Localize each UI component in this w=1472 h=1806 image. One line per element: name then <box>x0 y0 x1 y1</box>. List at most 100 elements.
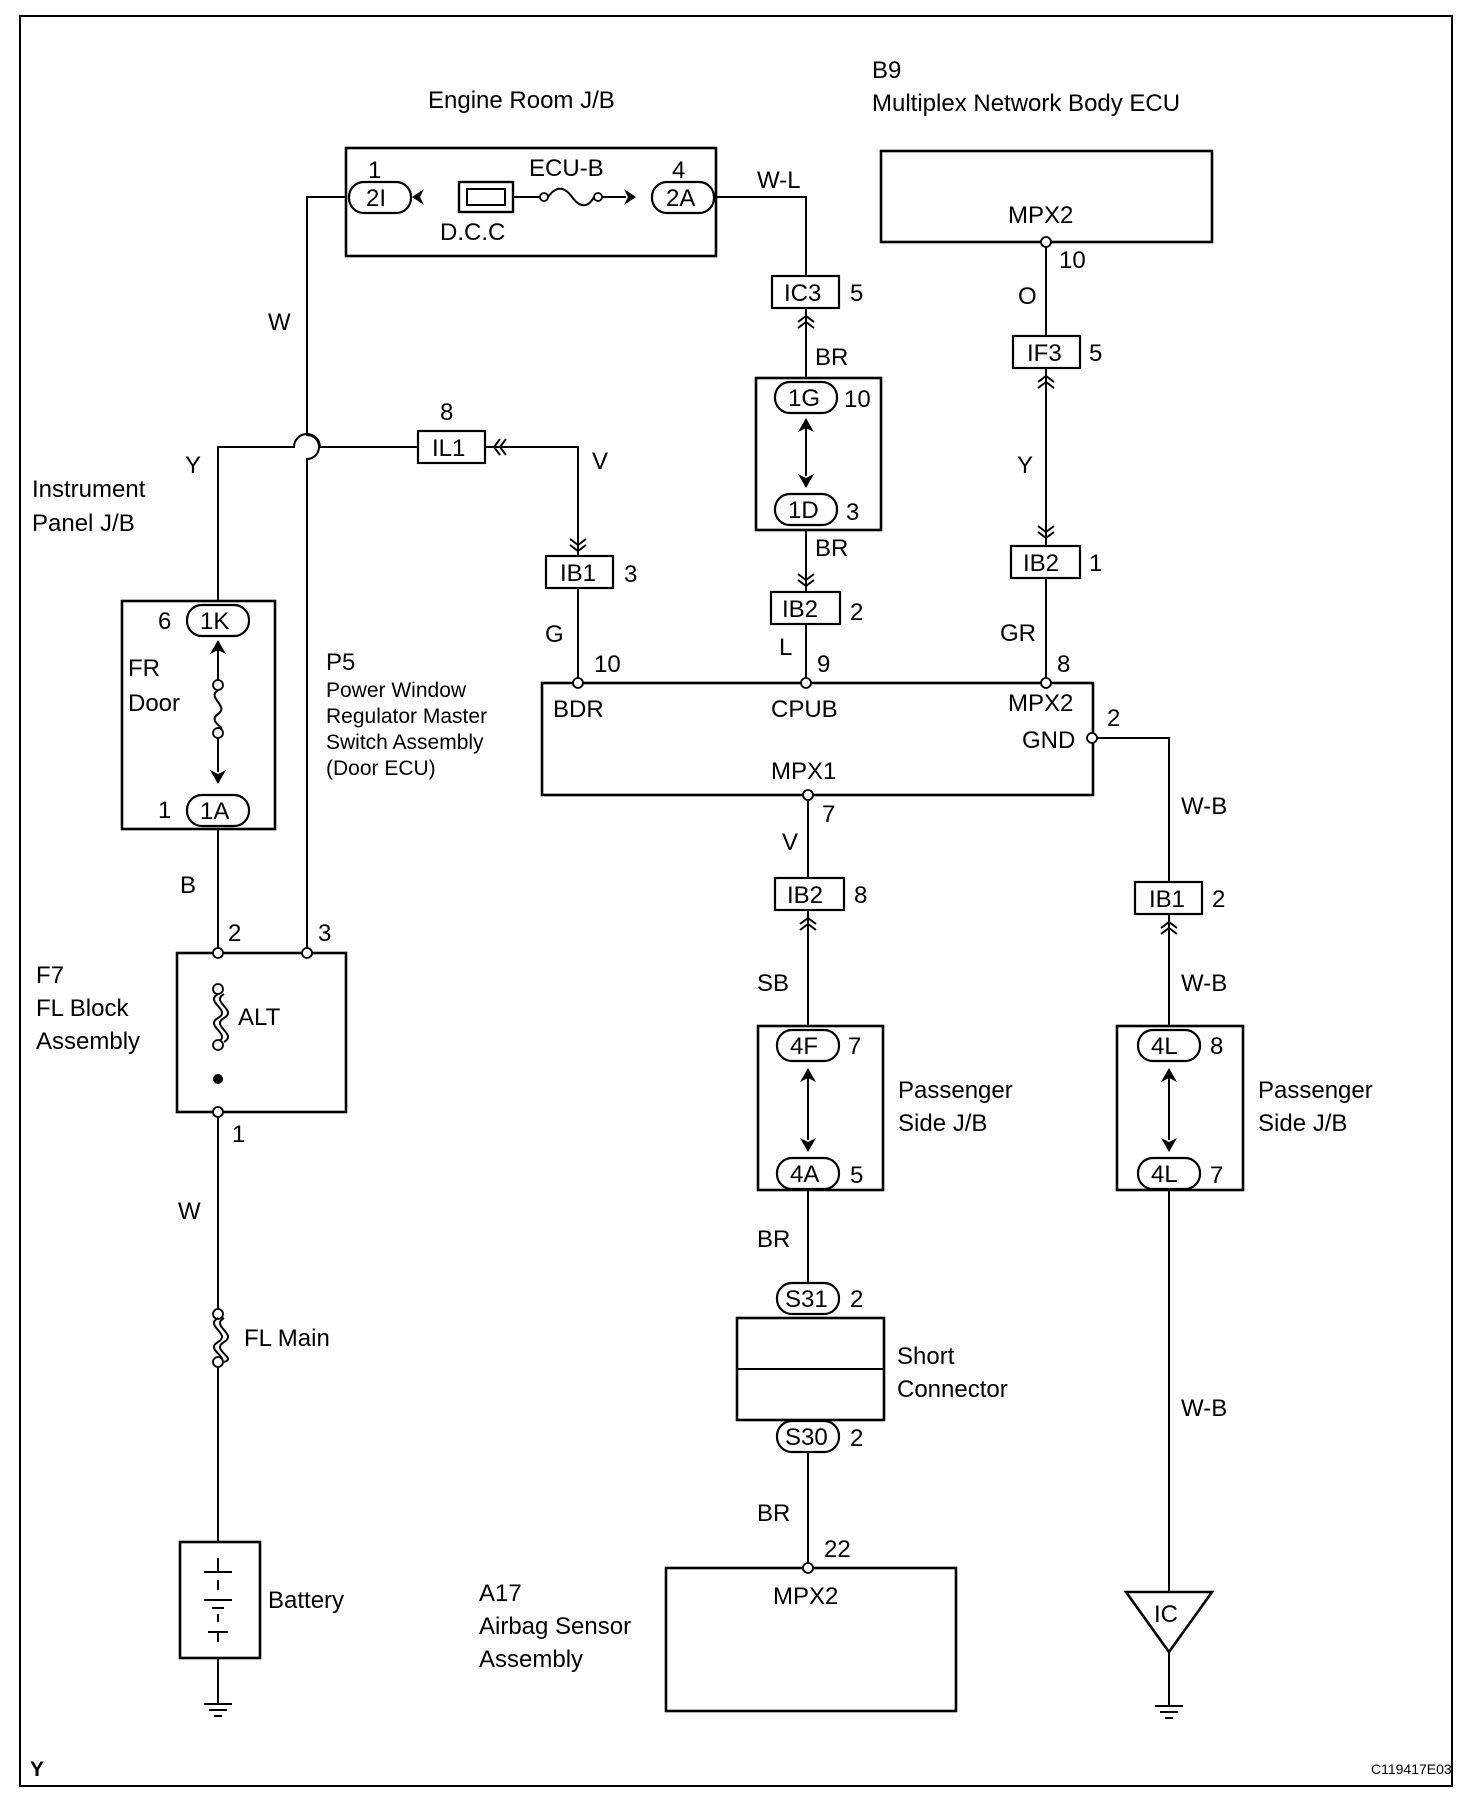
wire-color: V <box>592 448 608 475</box>
connector-label: 1K <box>200 608 229 635</box>
arrow-icon <box>412 189 424 205</box>
wire-lines <box>217 196 1170 1692</box>
fr-door-line: Door <box>128 690 180 717</box>
pin-num: 7 <box>1210 1162 1223 1189</box>
pin-num: 2 <box>1212 886 1225 913</box>
instrument-panel-jb-line: Instrument <box>32 476 146 503</box>
pin-name: GND <box>1022 727 1075 754</box>
connector-label: IB2 <box>787 882 823 909</box>
connector-ic3 <box>770 274 841 310</box>
connector-if3 <box>1011 334 1082 370</box>
f7-name-line: Assembly <box>36 1028 140 1055</box>
pin-num: 7 <box>848 1033 861 1060</box>
connector-1a <box>185 793 251 828</box>
connector-label: 4L <box>1151 1161 1178 1188</box>
passenger-jb-line: Passenger <box>898 1077 1013 1104</box>
ecu-b-label: ECU-B <box>529 155 604 182</box>
pin-num: 2 <box>850 1425 863 1452</box>
connector-1d <box>773 492 839 527</box>
short-connector-line: Connector <box>897 1376 1008 1403</box>
connector-label: IB2 <box>1023 550 1059 577</box>
connector-ib1 <box>1133 880 1204 916</box>
pin-num: 22 <box>824 1536 851 1563</box>
wire-color: GR <box>1000 620 1036 647</box>
ic-ground-icon <box>1123 1590 1215 1655</box>
pin-num: 10 <box>1059 247 1086 274</box>
pin-num: 1 <box>232 1121 245 1148</box>
connector-label: 2I <box>366 185 386 212</box>
wire-color: SB <box>757 970 789 997</box>
engine-jb-label: Engine Room J/B <box>428 87 615 114</box>
pin-name: MPX2 <box>773 1583 838 1610</box>
connector-2i <box>347 180 413 215</box>
connector-s31 <box>775 1281 841 1316</box>
wire-color: W <box>268 309 291 336</box>
connector-4l <box>1136 1156 1202 1191</box>
pin-num: 1 <box>368 157 381 184</box>
pin-num: 2 <box>850 599 863 626</box>
connector-4a <box>775 1156 841 1191</box>
short-connector-line: Short <box>897 1343 955 1370</box>
wire-color: BR <box>815 535 848 562</box>
wire-color: G <box>545 621 564 648</box>
arrow-icon <box>624 189 636 205</box>
arrow-icon <box>798 474 814 488</box>
connector-2a <box>650 180 716 215</box>
pin-num: 8 <box>1210 1033 1223 1060</box>
passenger-jb-line: Passenger <box>1258 1077 1373 1104</box>
alt-label: ALT <box>238 1004 281 1031</box>
dcc-label: D.C.C <box>440 219 505 246</box>
pin-num: 8 <box>1057 651 1070 678</box>
wire-color: O <box>1018 283 1037 310</box>
pin-num: 3 <box>318 920 331 947</box>
connector-label: 2A <box>666 185 695 212</box>
pin-num: 2 <box>1107 705 1120 732</box>
connector-label: 4A <box>790 1161 819 1188</box>
connector-ib2 <box>1009 544 1082 580</box>
pin-num: 8 <box>440 399 453 426</box>
passenger-jb-line: Side J/B <box>898 1110 987 1137</box>
fr-door-line: FR <box>128 655 160 682</box>
p5-name-line: Power Window <box>326 679 467 702</box>
pin-num: 8 <box>854 882 867 909</box>
arrow-icon <box>800 1068 816 1082</box>
pin-num: 10 <box>844 386 871 413</box>
f7-fl-block-box <box>175 951 348 1114</box>
diagram-frame <box>19 15 1453 1787</box>
wire-color: W-B <box>1181 970 1227 997</box>
pin-num: 2 <box>850 1286 863 1313</box>
arrow-icon <box>798 418 814 432</box>
p5-name-line: Regulator Master <box>326 705 487 728</box>
pin-num: 10 <box>594 651 621 678</box>
connector-label: 4L <box>1151 1033 1178 1060</box>
wire-color: Y <box>185 452 201 479</box>
pin-num: 1 <box>1089 550 1102 577</box>
connector-label: 1G <box>788 385 820 412</box>
connector-s30 <box>775 1419 841 1454</box>
wire-color: L <box>779 634 792 661</box>
pin-num: 5 <box>1089 340 1102 367</box>
ground-icon <box>203 1689 233 1717</box>
pin-num: 3 <box>624 561 637 588</box>
arrow-icon <box>1161 1138 1177 1152</box>
wire-color: W <box>178 1198 201 1225</box>
connector-label: S31 <box>785 1286 828 1313</box>
connector-label: IF3 <box>1027 340 1062 367</box>
connector-ib1 <box>544 554 615 590</box>
pin-num: 4 <box>672 157 685 184</box>
pin-name: MPX2 <box>1008 202 1073 229</box>
connector-ib2 <box>769 590 842 626</box>
connector-label: IC3 <box>784 280 821 307</box>
connector-label: IB1 <box>1149 886 1185 913</box>
connector-4l <box>1136 1028 1202 1063</box>
connector-label: 1D <box>788 497 819 524</box>
wire-color: W-B <box>1181 793 1227 820</box>
p5-name-line: (Door ECU) <box>326 757 436 780</box>
fl-main-label: FL Main <box>244 1325 330 1352</box>
wire-color: V <box>782 829 798 856</box>
ground-icon <box>1154 1691 1184 1719</box>
pin-name: MPX2 <box>1008 690 1073 717</box>
instrument-panel-jb-box <box>120 599 277 831</box>
arrow-icon <box>210 770 226 784</box>
